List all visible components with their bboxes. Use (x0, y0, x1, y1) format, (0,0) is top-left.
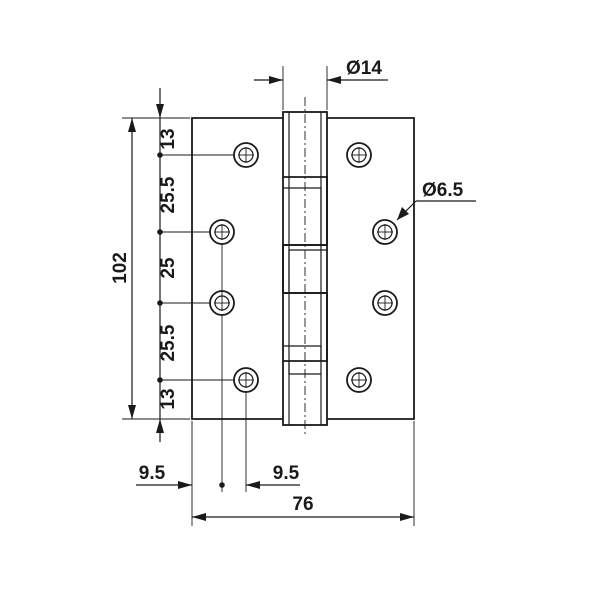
screw-hole (346, 367, 372, 393)
lower-spacing-label: 25.5 (158, 324, 179, 361)
hinge-leaves (191, 117, 415, 420)
inner-hole-offset-label: 9.5 (273, 463, 300, 484)
pin-diameter-dimension (254, 66, 388, 110)
hole-diameter-leader (396, 200, 476, 221)
screw-hole (233, 367, 259, 393)
screw-hole (372, 219, 398, 245)
left-leaf-outline (191, 117, 283, 420)
screw-holes (209, 142, 398, 393)
top-offset-label: 13 (158, 128, 179, 149)
screw-hole (209, 219, 235, 245)
screw-hole (372, 290, 398, 316)
left-hole-offset-label: 9.5 (139, 463, 166, 484)
middle-spacing-label: 25 (158, 257, 179, 279)
bottom-dimensions (136, 244, 415, 526)
screw-hole (346, 142, 372, 168)
overall-width-label: 76 (292, 494, 313, 515)
upper-spacing-label: 25.5 (158, 176, 179, 213)
right-leaf-outline (327, 117, 415, 420)
knuckle-barrel (282, 97, 328, 435)
bottom-offset-label: 13 (158, 388, 179, 409)
screw-hole (233, 142, 259, 168)
overall-height-dimension (128, 118, 136, 419)
hole-diameter-label: Ø6.5 (422, 180, 464, 201)
pin-diameter-label: Ø14 (346, 58, 382, 79)
overall-height-label: 102 (110, 252, 131, 284)
